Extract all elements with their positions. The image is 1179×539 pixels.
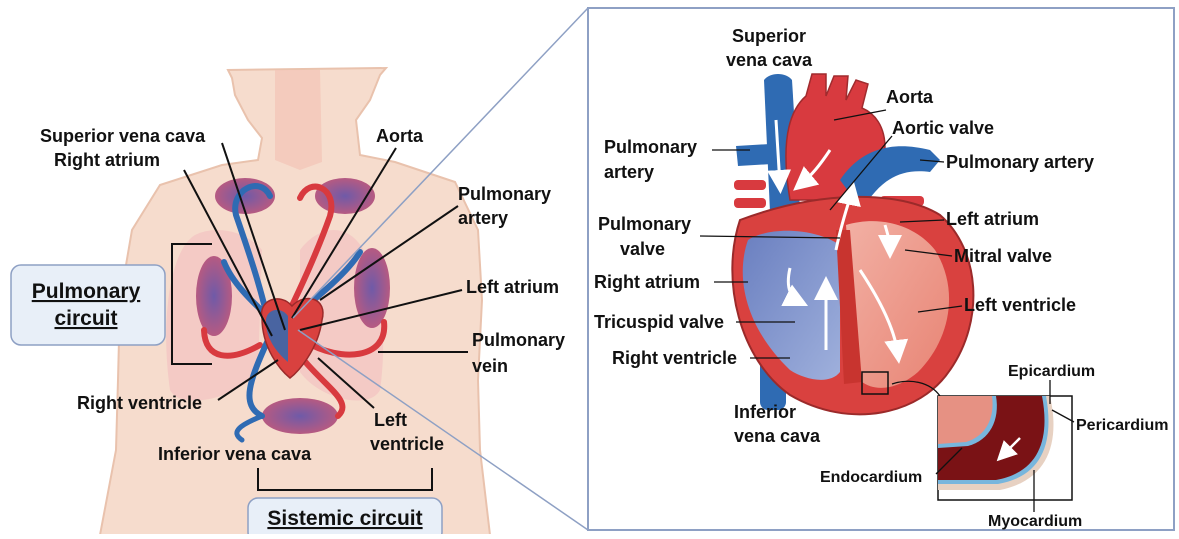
label-left-atrium-right: Left atrium (946, 209, 1039, 229)
label-pulmonary-valve-1: Pulmonary (598, 214, 691, 234)
systemic-circuit-label: Sistemic circuit (267, 507, 422, 530)
label-mitral-valve: Mitral valve (954, 246, 1052, 266)
label-pulmonary-artery-left-2: artery (604, 162, 654, 182)
pulmonary-circuit-label-2: circuit (54, 307, 117, 330)
label-pulmonary-valve-2: valve (620, 239, 665, 259)
label-aortic-valve: Aortic valve (892, 118, 994, 138)
wall-layers-inset (938, 396, 1072, 500)
label-pulmonary-artery-left-1: Pulmonary (604, 137, 697, 157)
label-myocardium: Myocardium (988, 513, 1082, 530)
label-left-ventricle-2: ventricle (370, 434, 444, 454)
systemic-circuit-box: Sistemic circuit (248, 498, 442, 534)
label-inferior-2: vena cava (734, 426, 821, 446)
label-left-ventricle-right: Left ventricle (964, 295, 1076, 315)
pulmonary-circuit-box: Pulmonary circuit (11, 265, 165, 345)
label-superior-vena-cava: Superior vena cava (40, 126, 206, 146)
pulmonary-circuit-label-1: Pulmonary (32, 280, 141, 303)
label-left-atrium: Left atrium (466, 277, 559, 297)
label-pulmonary-vein-2: vein (472, 356, 508, 376)
label-right-atrium: Right atrium (54, 150, 160, 170)
label-right-atrium-right: Right atrium (594, 272, 700, 292)
label-right-ventricle-right: Right ventricle (612, 348, 737, 368)
label-pulmonary-artery-1: Pulmonary (458, 184, 551, 204)
label-pericardium: Pericardium (1076, 417, 1168, 434)
label-pulmonary-artery-right: Pulmonary artery (946, 152, 1094, 172)
label-superior-2: vena cava (726, 50, 813, 70)
label-superior-1: Superior (732, 26, 806, 46)
lower-capillary-bed (262, 398, 338, 434)
label-left-ventricle-1: Left (374, 410, 407, 430)
label-pulmonary-vein-1: Pulmonary (472, 330, 565, 350)
label-pulmonary-artery-2: artery (458, 208, 508, 228)
label-right-ventricle: Right ventricle (77, 393, 202, 413)
label-tricuspid-valve: Tricuspid valve (594, 312, 724, 332)
label-aorta: Aorta (376, 126, 424, 146)
label-inferior-1: Inferior (734, 402, 796, 422)
label-inferior-vena-cava: Inferior vena cava (158, 444, 312, 464)
label-aorta-right: Aorta (886, 87, 934, 107)
label-endocardium: Endocardium (820, 469, 922, 486)
label-epicardium: Epicardium (1008, 363, 1095, 380)
